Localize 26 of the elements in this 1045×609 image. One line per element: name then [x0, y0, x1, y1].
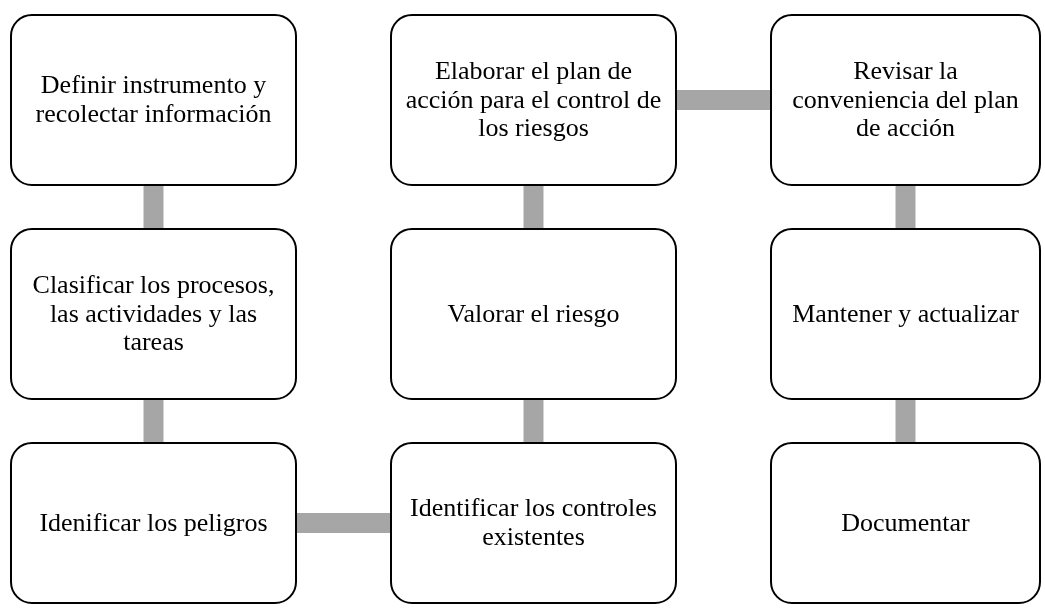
- process-box: [770, 228, 1041, 400]
- process-box: [10, 14, 297, 186]
- step-text: Valorar el riesgo: [447, 299, 620, 329]
- step-text: Idenificar los peligros: [39, 508, 268, 538]
- step-text: Elaborar el plan de acción para el control de los riesgos: [404, 57, 663, 143]
- connector-bar: [297, 513, 390, 533]
- step-text: Mantener y actualizar: [792, 299, 1019, 329]
- step-text: Identificar los controles existentes: [409, 494, 658, 552]
- process-box: [10, 442, 297, 604]
- connector-bar: [895, 400, 916, 442]
- step-text: Documentar: [841, 508, 970, 538]
- process-box: [770, 14, 1041, 186]
- connector-bar: [523, 400, 544, 442]
- connector-bar: [677, 90, 770, 110]
- process-box: [770, 442, 1041, 604]
- process-box: [390, 442, 677, 604]
- connector-bar: [143, 186, 164, 228]
- process-box: [390, 228, 677, 400]
- connector-bar: [895, 186, 916, 228]
- step-text: Revisar la conveniencia del plan de acción: [791, 57, 1020, 143]
- step-text: Clasificar los procesos, las actividades y las tareas: [31, 271, 276, 357]
- connector-bar: [523, 186, 544, 228]
- process-box: [390, 14, 677, 186]
- step-text: Definir instrumento y recolectar información: [34, 71, 273, 129]
- process-box: [10, 228, 297, 400]
- connector-bar: [143, 400, 164, 442]
